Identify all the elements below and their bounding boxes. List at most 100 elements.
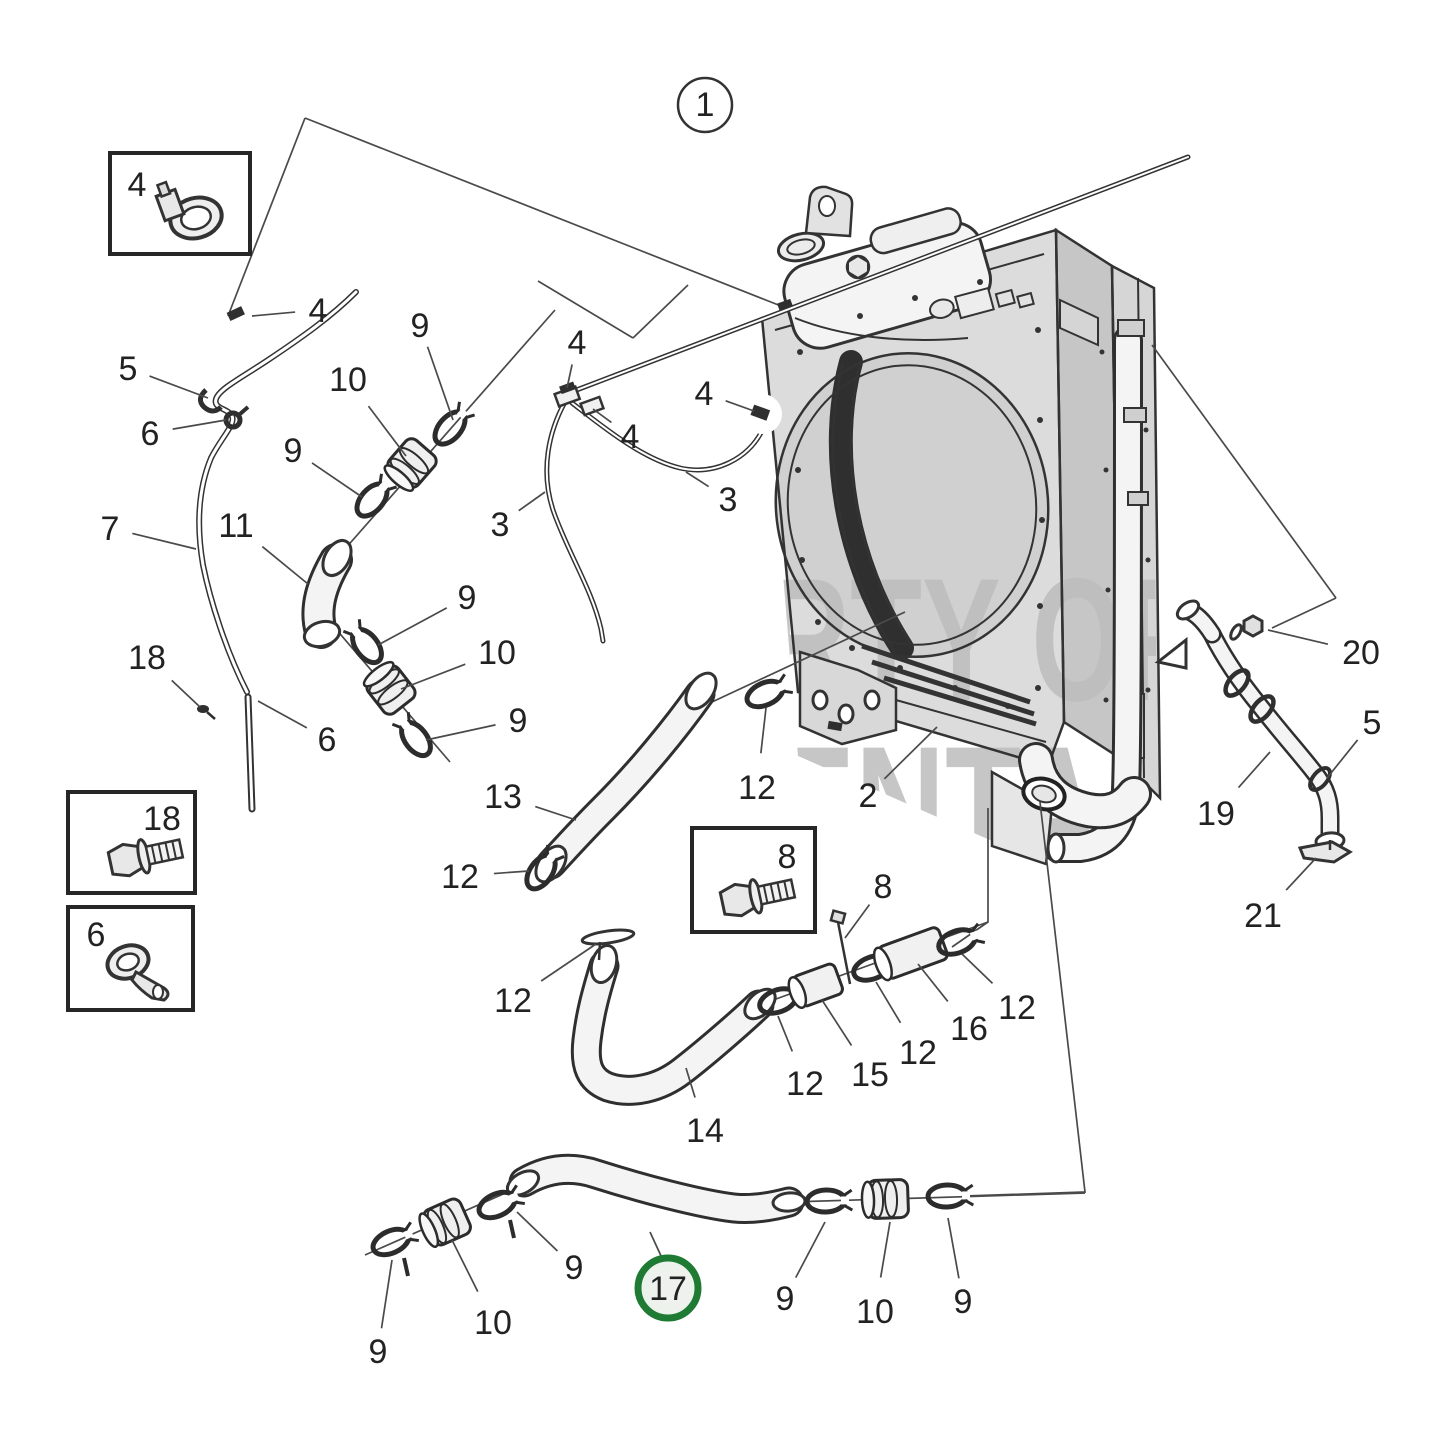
part-label-6-2: 6	[141, 415, 160, 453]
leader-line-13	[535, 805, 577, 821]
leader-line-4	[566, 364, 573, 389]
upper-right-bracket	[1059, 298, 1099, 347]
pipe-clamp	[1223, 668, 1251, 698]
fitting-21	[1297, 840, 1353, 864]
screw-18-tip	[206, 711, 216, 720]
leader-line-5	[1326, 739, 1359, 779]
hose-clamp-icon	[154, 180, 224, 241]
hose-11-opening	[302, 619, 342, 649]
clamp-9	[928, 1184, 974, 1208]
bracket-hole	[818, 195, 836, 217]
fan-opening-rim	[774, 351, 1050, 659]
part-label-4-0: 4	[309, 292, 328, 330]
leader-line-9	[377, 607, 448, 646]
part-label-12-24: 12	[786, 1065, 824, 1103]
leader-line-10	[451, 1239, 479, 1292]
drain-stem	[597, 941, 602, 961]
leader-line-10	[879, 1221, 891, 1278]
highlight-callout-number: 17	[649, 1270, 687, 1308]
part-label-12-20: 12	[738, 769, 776, 807]
front-face-outline	[760, 228, 1066, 768]
part-label-13-18: 13	[484, 778, 522, 816]
clamp-12	[743, 673, 793, 711]
clamp-9	[369, 1221, 419, 1259]
highlight-leader	[649, 1231, 663, 1259]
part-label-10-35: 10	[474, 1304, 512, 1342]
pipe-19-opening	[1175, 599, 1201, 621]
part-label-12-28: 12	[998, 989, 1036, 1027]
leader-line-19	[1237, 751, 1271, 789]
leader-line-8	[844, 904, 871, 939]
highlight-callout-circle	[634, 1254, 702, 1322]
filler-neck	[845, 254, 871, 280]
part-label-9-5: 9	[284, 432, 303, 470]
tank-bottom-seam	[794, 317, 969, 341]
part-label-3-17: 3	[719, 481, 738, 519]
hose-13-group	[521, 668, 793, 894]
leader-line-5	[149, 375, 209, 399]
part-label-19-31: 19	[1197, 795, 1235, 833]
leader-line-2	[883, 726, 938, 780]
clamp-4	[750, 404, 771, 421]
hose-13-opening	[684, 671, 718, 711]
leader-line-6	[172, 419, 227, 430]
leader-line-9	[311, 462, 363, 498]
part-label-9-8: 9	[458, 579, 477, 617]
assembly-callout-circle	[676, 76, 734, 134]
clip-6-pin	[238, 405, 250, 416]
clamp-4	[777, 298, 793, 312]
part-label-15-25: 15	[851, 1056, 889, 1094]
clamp-screw	[508, 1219, 516, 1239]
leader-line-9	[947, 1217, 960, 1279]
pipe-19-bracket	[1154, 636, 1188, 670]
fan-opening-rim-inner	[786, 364, 1038, 646]
detail-box-label-8: 8	[778, 838, 797, 876]
detail-box-18	[66, 790, 197, 895]
leader-line-12	[540, 943, 597, 982]
part-label-7-6: 7	[101, 510, 120, 548]
filler-hex	[847, 254, 869, 280]
clamp-5	[1308, 766, 1332, 792]
part-label-4-14: 4	[621, 418, 640, 456]
hose-17-group	[369, 1153, 974, 1277]
hose-11-opening	[321, 538, 353, 578]
tank-fittings	[929, 286, 1035, 320]
part-label-16-27: 16	[950, 1010, 988, 1048]
part-label-12-22: 12	[494, 982, 532, 1020]
hose-14-opening	[589, 943, 619, 985]
part-label-5-32: 5	[1363, 704, 1382, 742]
clamp-4	[226, 306, 245, 322]
foot-hole	[863, 689, 881, 711]
tube-15	[787, 962, 844, 1009]
part-label-10-38: 10	[856, 1293, 894, 1331]
shroud-white-band	[828, 350, 914, 660]
hose-14-group	[570, 909, 985, 1106]
foot-slot	[827, 720, 843, 732]
detail-box-label-6: 6	[87, 916, 106, 954]
leader-line-4	[592, 408, 612, 424]
leader-line-7	[132, 532, 197, 550]
shroud-band-edge	[832, 363, 896, 653]
part-label-14-23: 14	[686, 1112, 724, 1150]
leader-line-12	[777, 1015, 794, 1052]
flange-bolt-icon	[105, 830, 187, 882]
leader-line-9	[425, 724, 496, 741]
leader-line-4	[725, 399, 755, 412]
bolt-8-shaft	[836, 921, 852, 985]
vent-pipe-3-loop	[569, 400, 770, 473]
part-label-9-37: 9	[776, 1280, 795, 1318]
bolt-8	[829, 909, 847, 925]
pipe-3-fitting	[578, 395, 606, 417]
detail-box-4	[108, 151, 252, 256]
radiator-side-panel	[1056, 230, 1120, 758]
leader-line-20	[1267, 629, 1329, 646]
drain-fitting-12	[580, 928, 636, 946]
nut-20	[1242, 614, 1264, 638]
leader-line-6	[257, 700, 308, 729]
leader-line-12	[875, 981, 902, 1024]
shroud-band-edge	[849, 359, 912, 645]
leader-line-16	[917, 963, 949, 1002]
part-label-10-4: 10	[329, 361, 367, 399]
part-label-21-33: 21	[1244, 897, 1282, 935]
